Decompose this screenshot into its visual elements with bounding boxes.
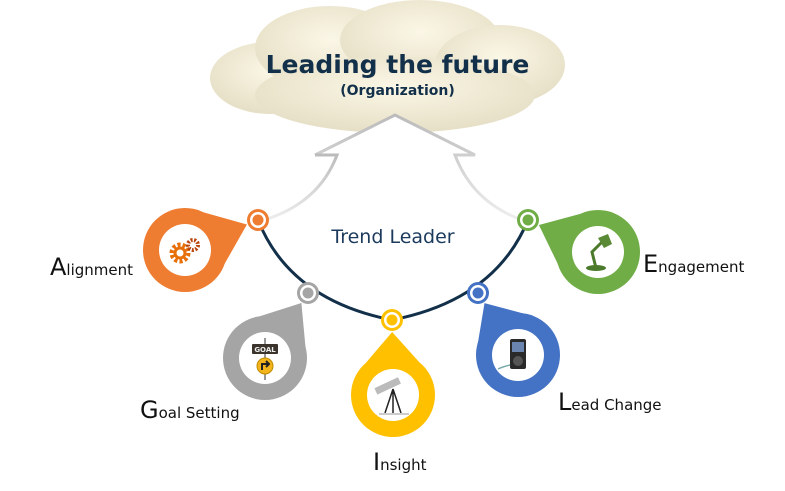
label-initial: G: [140, 396, 159, 424]
label-lead-change: Lead Change: [558, 388, 662, 416]
label-goal-setting: Goal Setting: [140, 396, 240, 424]
music-player-icon: [497, 339, 526, 370]
node-dot: [472, 287, 484, 299]
stage-lead-change: [467, 282, 560, 397]
node-dot: [522, 214, 534, 226]
node-dot: [252, 214, 264, 226]
node-dot: [386, 314, 398, 326]
stage-alignment: [143, 208, 269, 292]
node-dot: [302, 287, 314, 299]
telescope-icon: [374, 377, 409, 415]
up-arrow: [263, 113, 523, 222]
label-initial: L: [558, 388, 572, 416]
gears-icon: [169, 238, 200, 264]
label-rest: lignment: [66, 261, 134, 279]
bubble-inner: [572, 226, 624, 278]
cloud-shape: [210, 0, 565, 133]
label-insight: Insight: [373, 448, 426, 476]
label-initial: A: [50, 253, 67, 281]
stage-engagement: [517, 209, 640, 294]
goal-sign-icon: GOAL: [252, 338, 278, 380]
label-rest: oal Setting: [158, 404, 240, 422]
label-rest: nsight: [380, 456, 427, 474]
center-label: Trend Leader: [331, 226, 455, 248]
goal-sign-text: GOAL: [254, 346, 276, 354]
stage-goal-setting: GOAL: [223, 282, 319, 400]
label-engagement: Engagement: [643, 250, 744, 278]
label-initial: E: [643, 250, 659, 278]
cloud-title: Leading the future: [265, 50, 530, 79]
label-rest: ngagement: [658, 258, 745, 276]
desk-lamp-icon: [586, 234, 612, 271]
label-initial: I: [373, 448, 381, 476]
label-rest: ead Change: [571, 396, 662, 414]
label-alignment: Alignment: [50, 253, 133, 281]
cloud-subtitle: (Organization): [340, 83, 455, 99]
stage-insight: [351, 309, 435, 437]
